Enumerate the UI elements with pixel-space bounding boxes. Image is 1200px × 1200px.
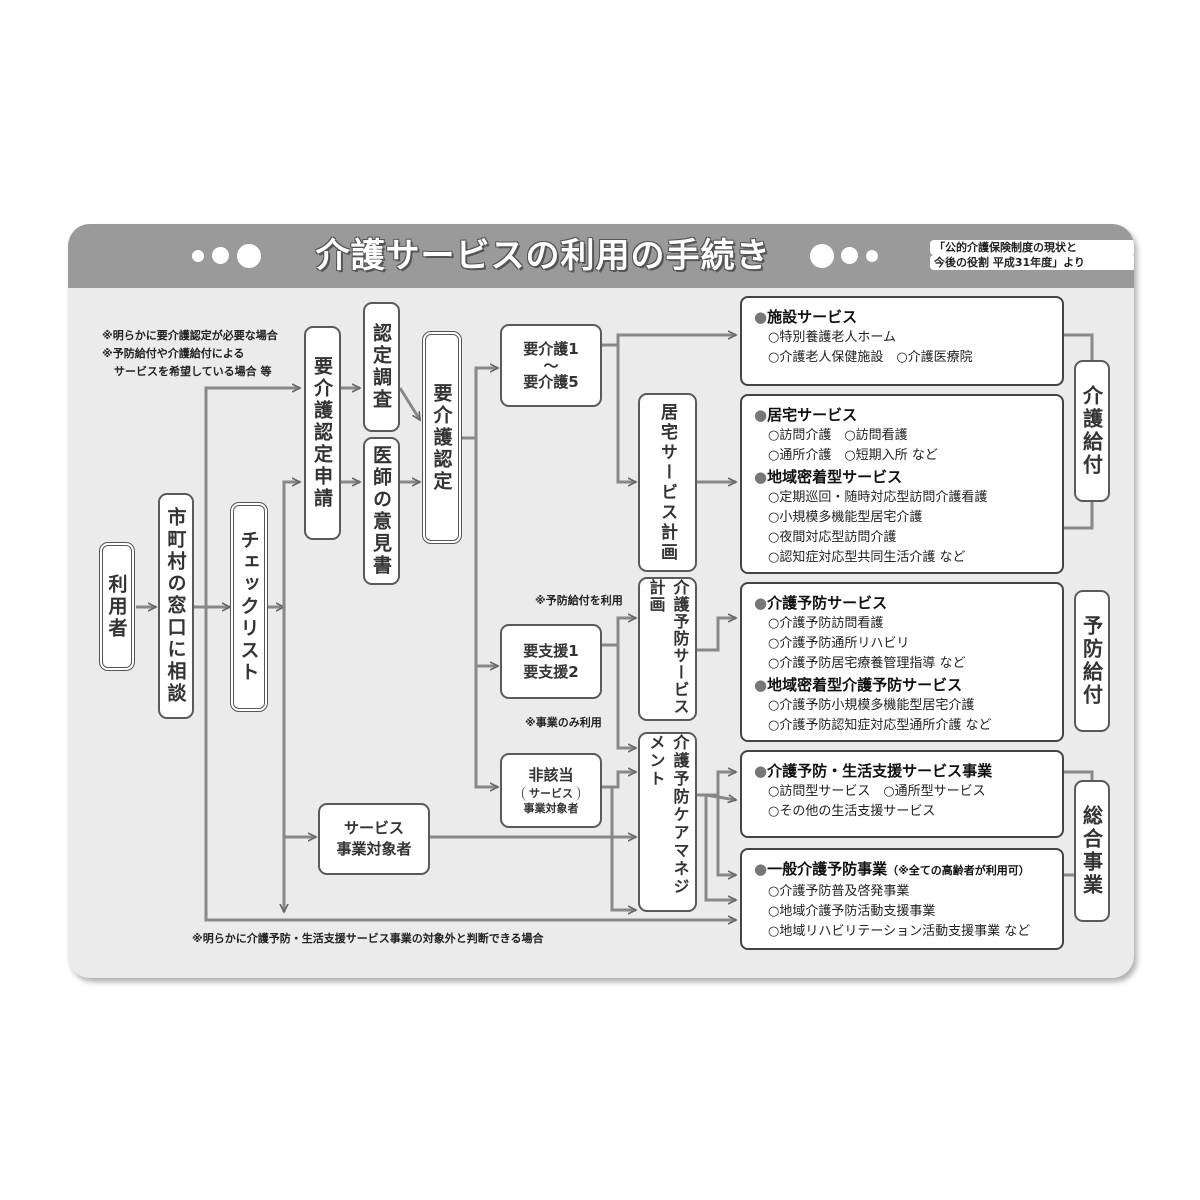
node-yobo-plan: 介護予防サービス計画 xyxy=(638,577,697,721)
service-yobo-head: ●介護予防サービス xyxy=(754,594,888,612)
service-ippan: ●一般介護予防事業（※全ての高齢者が利用可） ○介護予防普及啓発事業 ○地域介護… xyxy=(740,848,1064,950)
arrow-yokaigo-shisetsu xyxy=(602,335,736,347)
arrow-yoshien-caremgmt xyxy=(616,645,636,748)
arrow-caremgmt-seikatsu-2 xyxy=(705,793,736,800)
arrow-chousa-nintei xyxy=(398,387,422,420)
service-chiiki-yobo-head: ●地域密着型介護予防サービス xyxy=(754,676,963,694)
note-top-2: ※予防給付や介護給付による xyxy=(102,347,245,360)
service-seikatsu: ●介護予防・生活支援サービス事業 ○訪問型サービス ○通所型サービス ○その他の… xyxy=(740,750,1064,838)
source-line-2: 今後の役割 平成31年度」より xyxy=(930,255,1134,270)
note-jigyo: ※事業のみ利用 xyxy=(525,716,602,729)
arrow-nintei-yoshien xyxy=(474,438,498,666)
arrow-nintei-higaitou xyxy=(474,666,498,787)
category-kaigo-kyufu: 介護給付 xyxy=(1074,360,1110,502)
service-shisetsu-head: ●施設サービス xyxy=(754,308,858,326)
arrow-yoshien-yobo-plan xyxy=(602,618,636,647)
node-yoshien: 要支援1 要支援2 xyxy=(500,624,602,699)
arrow-caremgmt-seikatsu xyxy=(697,772,736,797)
source-line-1: 「公的介護保険制度の現状と xyxy=(930,240,1134,255)
arrow-nintei-yokaigo xyxy=(462,368,498,440)
service-item: ○介護予防訪問看護 xyxy=(768,616,884,631)
arrow-higaitou-down xyxy=(610,787,636,910)
jigyou-line-2: 事業対象者 xyxy=(336,840,412,858)
node-jigyou-taishou: サービス 事業対象者 xyxy=(318,803,430,875)
page-title: 介護サービスの利用の手続き xyxy=(315,236,771,276)
arrow-higaitou-caremgmt xyxy=(602,772,636,789)
service-item: ○定期巡回・随時対応型訪問介護看護 xyxy=(768,490,988,505)
service-shisetsu: ●施設サービス ○特別養護老人ホーム ○介護老人保健施設 ○介護医療院 xyxy=(740,296,1064,386)
jigyou-line-1: サービス xyxy=(343,819,404,837)
service-yobo: ●介護予防サービス ○介護予防訪問看護 ○介護予防通所リハビリ ○介護予防居宅療… xyxy=(740,582,1064,742)
higaitou-sub-2: 事業対象者 xyxy=(523,802,579,815)
dot-icon xyxy=(866,250,878,262)
node-madoguchi: 市町村の窓口に相談 xyxy=(158,493,194,719)
yoshien-line-2: 要支援2 xyxy=(523,662,579,681)
service-item: ○認知症対応型共同生活介護 など xyxy=(768,550,966,565)
arrow-yokaigo-kyotaku-plan xyxy=(616,345,636,482)
higaitou-label: 非該当 xyxy=(528,766,574,784)
note-bottom: ※明らかに介護予防・生活支援サービス事業の対象外と判断できる場合 xyxy=(192,932,544,945)
arrow-checklist-shinsei xyxy=(282,482,300,607)
arrow-madoguchi-ippan xyxy=(204,607,736,920)
category-yobo-kyufu: 予防給付 xyxy=(1074,590,1110,732)
node-ikensho: 医師の意見書 xyxy=(363,437,400,585)
service-item: ○介護予防居宅療養管理指導 など xyxy=(768,656,966,671)
service-item: ○訪問型サービス ○通所型サービス xyxy=(768,784,986,799)
note-top-1: ※明らかに要介護認定が必要な場合 xyxy=(102,329,278,342)
dot-icon xyxy=(841,247,858,264)
service-item: ○介護予防普及啓発事業 xyxy=(768,884,910,899)
arrow-yobo-plan-services xyxy=(697,618,736,652)
service-ippan-note: （※全ての高齢者が利用可） xyxy=(887,864,1030,877)
service-ippan-head: ●一般介護予防事業（※全ての高齢者が利用可） xyxy=(754,860,1030,878)
service-item: ○その他の生活支援サービス xyxy=(768,804,936,819)
arrow-checklist-jigyou xyxy=(282,607,316,837)
note-top-3: サービスを希望している場合 等 xyxy=(114,365,272,378)
node-care-mgmt: 介護予防ケアマネジメント xyxy=(638,732,697,912)
service-item: ○地域リハビリテーション活動支援事業 など xyxy=(768,924,1031,939)
node-higaitou: 非該当 サービス 事業対象者 xyxy=(500,753,602,828)
title-bar: 介護サービスの利用の手続き 「公的介護保険制度の現状と 今後の役割 平成31年度… xyxy=(68,224,1134,288)
service-seikatsu-head: ●介護予防・生活支援サービス事業 xyxy=(754,762,993,780)
arrow-madoguchi-shinsei xyxy=(204,388,300,607)
yokaigo-line-3: 要介護5 xyxy=(523,372,579,391)
higaitou-sub-1: サービス xyxy=(522,786,580,801)
service-item: ○特別養護老人ホーム xyxy=(768,330,896,345)
dot-icon xyxy=(810,244,834,268)
arrow-caremgmt-ippan-2 xyxy=(704,795,736,900)
service-kyotaku-head: ●居宅サービス xyxy=(754,406,858,424)
node-riyousha: 利用者 xyxy=(99,542,135,671)
node-yokaigo: 要介護1 ～ 要介護5 xyxy=(500,324,602,407)
arrow-caremgmt-ippan xyxy=(716,795,736,875)
service-item: ○介護予防小規模多機能型居宅介護 xyxy=(768,698,975,713)
dot-icon xyxy=(212,247,229,264)
yoshien-line-1: 要支援1 xyxy=(523,641,579,660)
service-item: ○介護予防通所リハビリ xyxy=(768,636,910,651)
service-chiiki-head: ●地域密着型サービス xyxy=(754,468,903,486)
node-checklist: チェックリスト xyxy=(230,502,268,712)
category-sogo-jigyo: 総合事業 xyxy=(1074,780,1110,922)
note-yobo: ※予防給付を利用 xyxy=(535,594,623,607)
flow-arrows xyxy=(136,335,736,920)
node-chousa: 認定調査 xyxy=(363,302,400,432)
service-item: ○通所介護 ○短期入所 など xyxy=(768,448,938,463)
service-item: ○訪問介護 ○訪問看護 xyxy=(768,428,908,443)
source-citation: 「公的介護保険制度の現状と 今後の役割 平成31年度」より xyxy=(930,240,1134,274)
node-shinsei: 要介護認定申請 xyxy=(304,326,341,540)
yokaigo-line-2: ～ xyxy=(543,356,559,375)
dot-icon xyxy=(192,250,204,262)
service-item: ○夜間対応型訪問介護 xyxy=(768,530,897,545)
node-kyotaku-plan: 居宅サービス計画 xyxy=(638,393,697,572)
service-item: ○介護予防認知症対応型通所介護 など xyxy=(768,718,992,733)
service-item: ○小規模多機能型居宅介護 xyxy=(768,510,923,525)
service-kyotaku: ●居宅サービス ○訪問介護 ○訪問看護 ○通所介護 ○短期入所 など ●地域密着… xyxy=(740,394,1064,574)
node-nintei: 要介護認定 xyxy=(422,331,462,544)
yokaigo-line-1: 要介護1 xyxy=(523,339,579,358)
dot-icon xyxy=(237,244,261,268)
service-item: ○介護老人保健施設 ○介護医療院 xyxy=(768,350,973,365)
service-item: ○地域介護予防活動支援事業 xyxy=(768,904,936,919)
